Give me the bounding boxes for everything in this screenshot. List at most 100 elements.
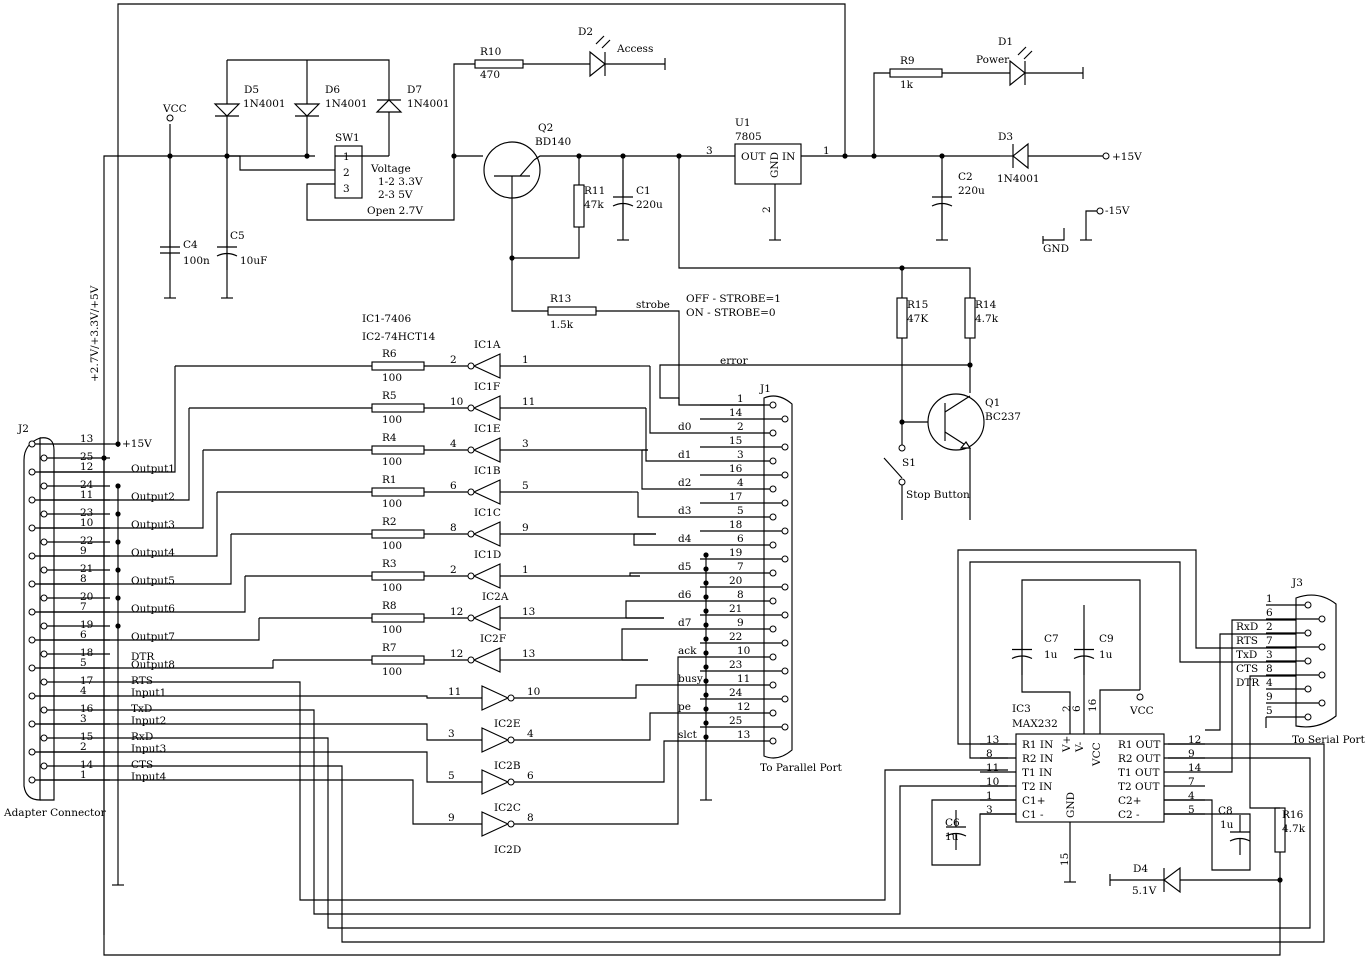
- vcc-label: VCC: [162, 103, 187, 115]
- wire: [533, 155, 580, 161]
- j3-pin-hole: [1304, 657, 1312, 665]
- res-value: 100: [382, 498, 402, 510]
- j1-pin-num: 10: [737, 645, 750, 657]
- j2-pin-hole: [28, 552, 36, 560]
- inverter-gate: [472, 563, 501, 589]
- serial-cts: CTS: [1236, 663, 1258, 675]
- m15-label: -15V: [1105, 205, 1130, 217]
- wire: [1205, 633, 1300, 731]
- j3-pin-num: 4: [1266, 677, 1273, 689]
- max-gnd: GND: [1065, 792, 1077, 818]
- junction-dot: [115, 595, 121, 601]
- wire: [306, 63, 475, 221]
- q1-collector: [944, 395, 971, 413]
- gate-pin-in: 12: [450, 606, 463, 618]
- u1-gnd: GND: [769, 152, 781, 178]
- wire: [40, 723, 482, 741]
- resistor-R4: [371, 445, 425, 455]
- signal-input2: Input2: [131, 715, 166, 727]
- c9-capacitor-plate: [1073, 655, 1095, 660]
- max-num-left: 13: [986, 734, 999, 746]
- c6-ref: C6: [945, 817, 960, 829]
- j2-pin-hole: [40, 454, 48, 462]
- j3-pin-num: 6: [1266, 607, 1273, 619]
- j3-pin-hole: [1318, 643, 1326, 651]
- wire: [1205, 619, 1300, 773]
- note-ic1: IC1-7406: [362, 313, 411, 325]
- j1-connector: [763, 395, 793, 759]
- j1-pin-num: 6: [737, 533, 744, 545]
- u1-regulator: [734, 143, 802, 185]
- j2-pin-num: 10: [80, 517, 93, 529]
- note-ic2: IC2-74HCT14: [362, 331, 436, 343]
- j2-pin-num: 11: [80, 489, 93, 501]
- j2-pin-num: 20: [80, 591, 93, 603]
- j3-pin-num: 8: [1266, 663, 1273, 675]
- wire: [40, 450, 204, 529]
- wire: [110, 743, 1325, 943]
- wire: [103, 155, 315, 935]
- j1-pin-num: 9: [737, 617, 744, 629]
- gate-pin-in: 9: [448, 812, 455, 824]
- max-top-vcc: VCC: [1091, 742, 1103, 767]
- j1-pin-num: 18: [729, 519, 742, 531]
- inverter-gate: [472, 521, 501, 547]
- j3-pin-num: 2: [1266, 621, 1273, 633]
- r10-ref: R10: [480, 46, 501, 58]
- wire: [40, 492, 218, 557]
- res-value: 100: [382, 372, 402, 384]
- signal-rts: RTS: [131, 675, 153, 687]
- j1-pin-hole: [781, 583, 789, 591]
- max-num-right: 9: [1188, 748, 1195, 760]
- j2-pin-hole: [40, 622, 48, 630]
- j1-pin-num: 8: [737, 589, 744, 601]
- r11-value: 47k: [584, 199, 604, 211]
- net-d0: d0: [678, 421, 691, 433]
- vcc2-label: VCC: [1129, 705, 1154, 717]
- wire: [514, 740, 700, 783]
- j2-pin-hole: [28, 524, 36, 532]
- resistor-R6: [371, 361, 425, 371]
- j1-pin-num: 25: [729, 715, 742, 727]
- d5-diode: [213, 103, 241, 117]
- p15-terminal: [1102, 152, 1110, 160]
- wire: [40, 779, 482, 825]
- d2-arrows: [595, 35, 611, 49]
- inverter-gate: [472, 395, 501, 421]
- u1-pin2: 2: [761, 206, 773, 213]
- d1-led: [1009, 59, 1026, 87]
- res-value: 100: [382, 456, 402, 468]
- c1-capacitor-plate: [612, 202, 634, 207]
- gate-pin-in: 12: [450, 648, 463, 660]
- d4-ref: D4: [1133, 863, 1148, 875]
- j1-pin-hole: [769, 457, 777, 465]
- c4-value: 100n: [183, 255, 210, 267]
- j2-pin-num: 9: [80, 545, 87, 557]
- junction-dot: [703, 678, 709, 684]
- signal-cts: CTS: [131, 759, 153, 771]
- c2-value: 220u: [958, 185, 985, 197]
- j3-pin-num: 7: [1266, 635, 1273, 647]
- j2-pin-hole: [40, 734, 48, 742]
- j1-pin-hole: [781, 695, 789, 703]
- j3-pin-hole: [1318, 699, 1326, 707]
- j1-pin-hole: [769, 681, 777, 689]
- signal-output5: Output5: [131, 575, 175, 587]
- signal-output2: Output2: [131, 491, 175, 503]
- q1-arrow: [959, 441, 972, 449]
- j1-pin-num: 16: [729, 463, 743, 475]
- j2-pin-hole: [28, 636, 36, 644]
- j2-pin-num: 6: [80, 629, 87, 641]
- res-ref: R8: [382, 600, 397, 612]
- net-d3: d3: [678, 505, 691, 517]
- j2-pin-hole: [40, 538, 48, 546]
- inverter-gate: [472, 605, 501, 631]
- d2-ref: D2: [578, 26, 593, 38]
- gate-pin-in: 5: [448, 770, 455, 782]
- signal-output7: Output7: [131, 631, 175, 643]
- gate-ref: IC1E: [474, 423, 501, 435]
- c2-ref: C2: [958, 171, 973, 183]
- u1-pin3: 3: [706, 145, 713, 157]
- d2-led: [589, 50, 606, 78]
- j1-pin-hole: [769, 485, 777, 493]
